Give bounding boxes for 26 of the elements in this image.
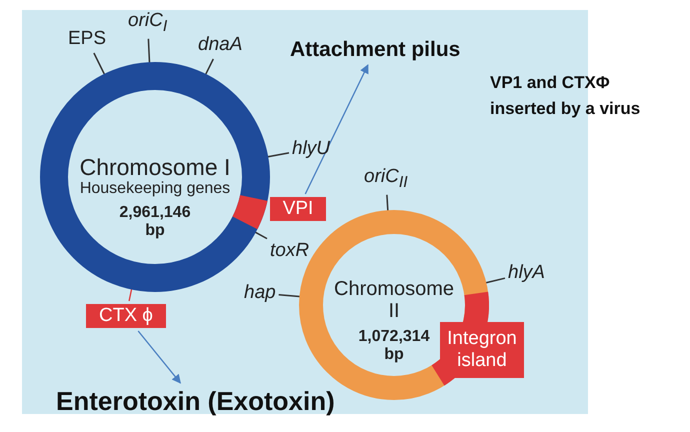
gene-label: oriC$_{II}$ [364,166,408,192]
gene-label: oriC$_{I}$ [128,10,168,36]
leader-line [265,152,290,158]
leader-line [483,277,506,284]
leader-line [252,230,268,240]
arrow [304,64,368,194]
gene-region-label: Integron island [440,322,524,378]
gene-region-label: CTX ϕ [86,304,166,328]
chromosome-name: Chromosome I [78,154,232,181]
gene-label: hap [244,282,276,304]
chromosome-subtitle: Housekeeping genes [78,180,232,198]
trait-label: Enterotoxin (Exotoxin) [56,386,335,417]
gene-region-label: VPI [270,197,326,221]
leader-line [278,294,302,298]
genome-size: 1,072,314 bp [357,328,431,364]
gene-label: dnaA [198,34,242,56]
gene-label: hlyA [508,262,545,284]
note-text: VP1 and CTXΦ inserted by a virus [490,72,642,120]
trait-label: Attachment pilus [290,38,460,62]
leader-line [93,52,106,77]
gene-label: toxR [270,240,310,262]
chromosome-name: Chromosome II [334,278,454,322]
gene-label: EPS [68,28,106,50]
arrow [138,330,181,384]
leader-line [204,58,214,77]
genome-size: 2,961,146 bp [118,204,192,240]
